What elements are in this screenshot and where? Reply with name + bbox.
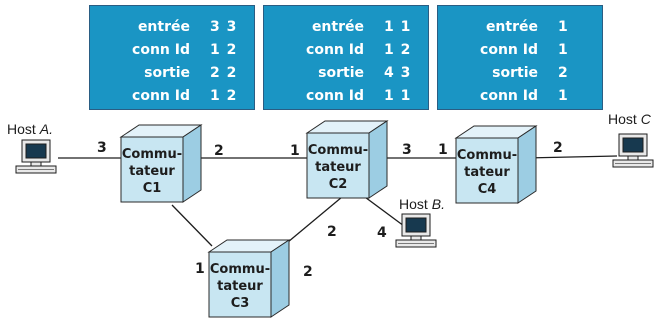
table-c1-row-4-label: conn Id	[132, 88, 190, 104]
table-c2-row-3-value: 4 3	[384, 65, 412, 81]
link-c1-c3	[171, 204, 213, 247]
switch-c3-label-1: Commu-	[210, 262, 270, 277]
host-b-computer-icon	[395, 213, 437, 248]
table-c4-row-1-value: 1	[558, 19, 569, 35]
switch-c4	[454, 125, 538, 204]
forwarding-table-c4: entrée 1 conn Id 1 sortie 2 conn Id 1	[437, 5, 603, 110]
switch-c2-label-2: tateur	[315, 160, 361, 175]
host-c-letter: C	[641, 111, 652, 127]
switch-c2-label-3: C2	[329, 177, 348, 192]
switch-c3	[207, 239, 291, 318]
host-b-letter: B.	[432, 196, 445, 212]
table-c2-row-2-label: conn Id	[306, 42, 364, 58]
table-c4-row-3-label: sortie	[492, 65, 538, 81]
port-c2-c1: 1	[290, 143, 300, 159]
switch-c3-label-3: C3	[231, 296, 250, 311]
table-c1-row-2-label: conn Id	[132, 42, 190, 58]
switch-c4-label-1: Commu-	[457, 148, 517, 163]
table-c2-row-3-label: sortie	[318, 65, 364, 81]
table-c1-row-3-value: 2 2	[210, 65, 238, 81]
table-c4-row-2-label: conn Id	[480, 42, 538, 58]
table-c1-row-1-label: entrée	[137, 19, 190, 35]
port-c2-hostb: 4	[377, 225, 387, 241]
host-c-word: Host	[608, 111, 637, 127]
port-c1-hosta: 3	[97, 140, 107, 156]
port-c4-c2: 1	[438, 142, 448, 158]
switch-c1-label-2: tateur	[129, 164, 175, 179]
host-a-word: Host	[7, 121, 36, 137]
switch-c1-label-3: C1	[143, 181, 162, 196]
table-c2-row-4-label: conn Id	[306, 88, 364, 104]
switch-c2	[305, 120, 389, 199]
table-c1-row-3-label: sortie	[144, 65, 190, 81]
switch-c1-label-1: Commu-	[122, 147, 182, 162]
port-c4-hostc: 2	[553, 140, 563, 156]
host-b-word: Host	[399, 196, 428, 212]
table-c4-row-1-label: entrée	[485, 19, 538, 35]
link-c4-hostc	[524, 155, 618, 159]
port-c3-c2: 2	[303, 264, 313, 280]
host-a-letter: A.	[39, 121, 53, 137]
table-c2-row-2-value: 1 2	[384, 42, 412, 58]
forwarding-table-c2: entrée 1 1 conn Id 1 2 sortie 4 3 conn Id 1 …	[263, 5, 429, 110]
switch-c4-label-3: C4	[478, 182, 497, 197]
switch-c1	[119, 124, 203, 203]
host-c-computer-icon	[612, 133, 654, 168]
port-c1-c2: 2	[214, 143, 224, 159]
table-c1-row-4-value: 1 2	[210, 88, 238, 104]
table-c1-row-2-value: 1 2	[210, 42, 238, 58]
table-c4-row-3-value: 2	[558, 65, 569, 81]
switch-c2-label-1: Commu-	[308, 143, 368, 158]
host-a-computer-icon	[15, 139, 57, 174]
port-c3-c1: 1	[195, 261, 205, 277]
table-c4-row-4-value: 1	[558, 88, 569, 104]
table-c4-row-4-label: conn Id	[480, 88, 538, 104]
forwarding-table-c1: entrée 3 3 conn Id 1 2 sortie 2 2 conn Id 1 …	[89, 5, 255, 110]
port-c2-c4: 3	[402, 142, 412, 158]
port-c2-c3: 2	[327, 224, 337, 240]
table-c1-row-1-value: 3 3	[210, 19, 238, 35]
table-c2-row-1-label: entrée	[311, 19, 364, 35]
table-c2-row-1-value: 1 1	[384, 19, 412, 35]
switch-c3-label-2: tateur	[217, 279, 263, 294]
switch-c4-label-2: tateur	[464, 165, 510, 180]
table-c4-row-2-value: 1	[558, 42, 569, 58]
table-c2-row-4-value: 1 1	[384, 88, 412, 104]
